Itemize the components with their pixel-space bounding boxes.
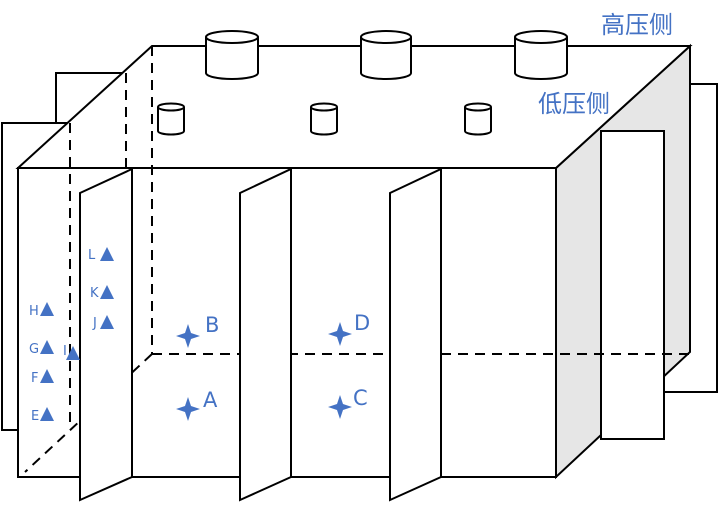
lv-bushing-3 <box>464 102 492 136</box>
triangle-marker-k <box>100 285 114 299</box>
star-measurement-points: A B C D <box>176 311 370 421</box>
lv-bushing-1 <box>157 102 185 136</box>
triangle-label-l: L <box>88 248 96 263</box>
triangle-label-i: I <box>63 344 67 359</box>
lv-bushing-2 <box>310 102 338 136</box>
high-voltage-bushings <box>205 30 568 80</box>
hv-bushing-1 <box>205 30 259 80</box>
fin-left <box>79 167 133 502</box>
star-marker-b <box>176 324 200 348</box>
triangle-label-h: H <box>29 304 39 319</box>
triangle-marker-f <box>40 369 54 383</box>
triangle-measurement-points: E FG H I JK L <box>29 247 114 424</box>
triangle-label-e: E <box>31 409 39 424</box>
right-radiator-front <box>600 130 665 440</box>
hv-bushing-3 <box>514 30 568 80</box>
triangle-marker-g <box>40 340 54 354</box>
cooling-fins <box>79 167 442 502</box>
low-voltage-side-label: 低压侧 <box>538 90 610 118</box>
high-voltage-side-label: 高压侧 <box>601 11 673 39</box>
fin-right <box>389 167 442 502</box>
triangle-marker-h <box>40 302 54 316</box>
star-label-a: A <box>203 388 218 412</box>
fin-middle <box>239 167 292 502</box>
triangle-label-j: J <box>92 316 97 331</box>
triangle-marker-j <box>100 315 114 329</box>
hv-bushing-2 <box>360 30 412 80</box>
triangle-marker-l <box>100 247 114 261</box>
star-label-d: D <box>354 311 370 335</box>
low-voltage-bushings <box>157 102 492 136</box>
star-label-b: B <box>205 313 219 337</box>
star-marker-a <box>176 397 200 421</box>
triangle-label-g: G <box>29 342 39 357</box>
triangle-marker-i <box>66 346 80 360</box>
triangle-marker-e <box>40 407 54 421</box>
star-marker-d <box>328 322 352 346</box>
star-marker-c <box>328 395 352 419</box>
triangle-label-k: K <box>90 286 99 301</box>
triangle-label-f: F <box>31 371 38 386</box>
star-label-c: C <box>353 386 368 410</box>
